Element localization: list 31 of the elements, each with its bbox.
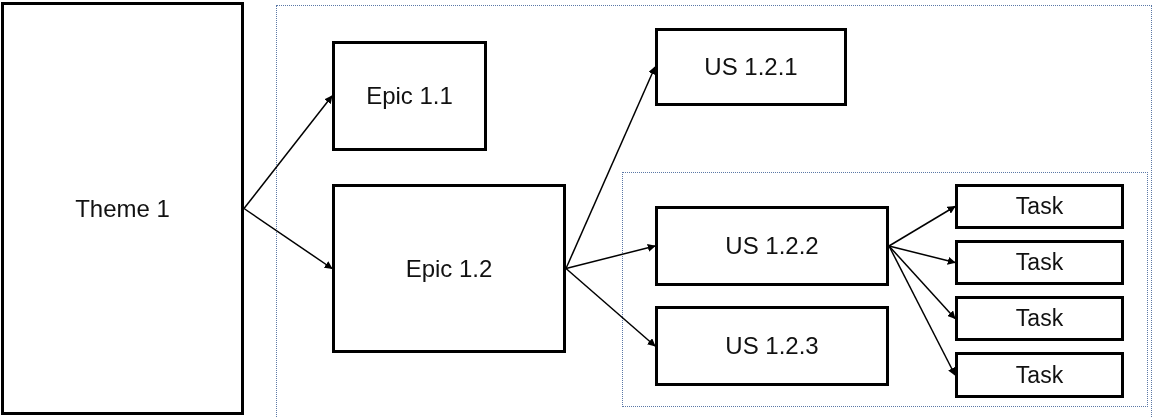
process-box bbox=[955, 240, 1124, 285]
box-label: Task bbox=[1015, 249, 1064, 276]
arrow bbox=[565, 243, 656, 270]
box-label: US 1.2.2 bbox=[725, 232, 819, 260]
arrow bbox=[888, 205, 956, 247]
box-label: Task bbox=[1015, 305, 1064, 332]
box-label: US 1.2.3 bbox=[725, 332, 819, 360]
box-label: Epic 1.1 bbox=[366, 82, 453, 110]
box-label: US 1.2.1 bbox=[704, 53, 798, 81]
process-box bbox=[955, 184, 1124, 229]
process-box bbox=[655, 206, 889, 286]
arrow bbox=[888, 245, 956, 376]
box-label: Theme 1 bbox=[75, 194, 170, 223]
arrow bbox=[888, 245, 956, 265]
box-label: Epic 1.2 bbox=[405, 254, 493, 283]
process-box bbox=[955, 296, 1124, 341]
process-box bbox=[332, 41, 487, 151]
arrow bbox=[888, 245, 956, 320]
process-box bbox=[655, 306, 889, 386]
arrow bbox=[243, 95, 333, 210]
process-box bbox=[332, 184, 566, 353]
arrow bbox=[565, 267, 656, 347]
group-frame bbox=[622, 172, 1148, 407]
group-frame bbox=[276, 5, 1152, 417]
arrow bbox=[565, 66, 656, 270]
process-box bbox=[1, 2, 244, 415]
process-box bbox=[655, 28, 847, 106]
arrow bbox=[243, 207, 333, 270]
box-label: Task bbox=[1015, 361, 1064, 389]
box-label: Task bbox=[1015, 193, 1064, 220]
process-box bbox=[955, 352, 1124, 398]
